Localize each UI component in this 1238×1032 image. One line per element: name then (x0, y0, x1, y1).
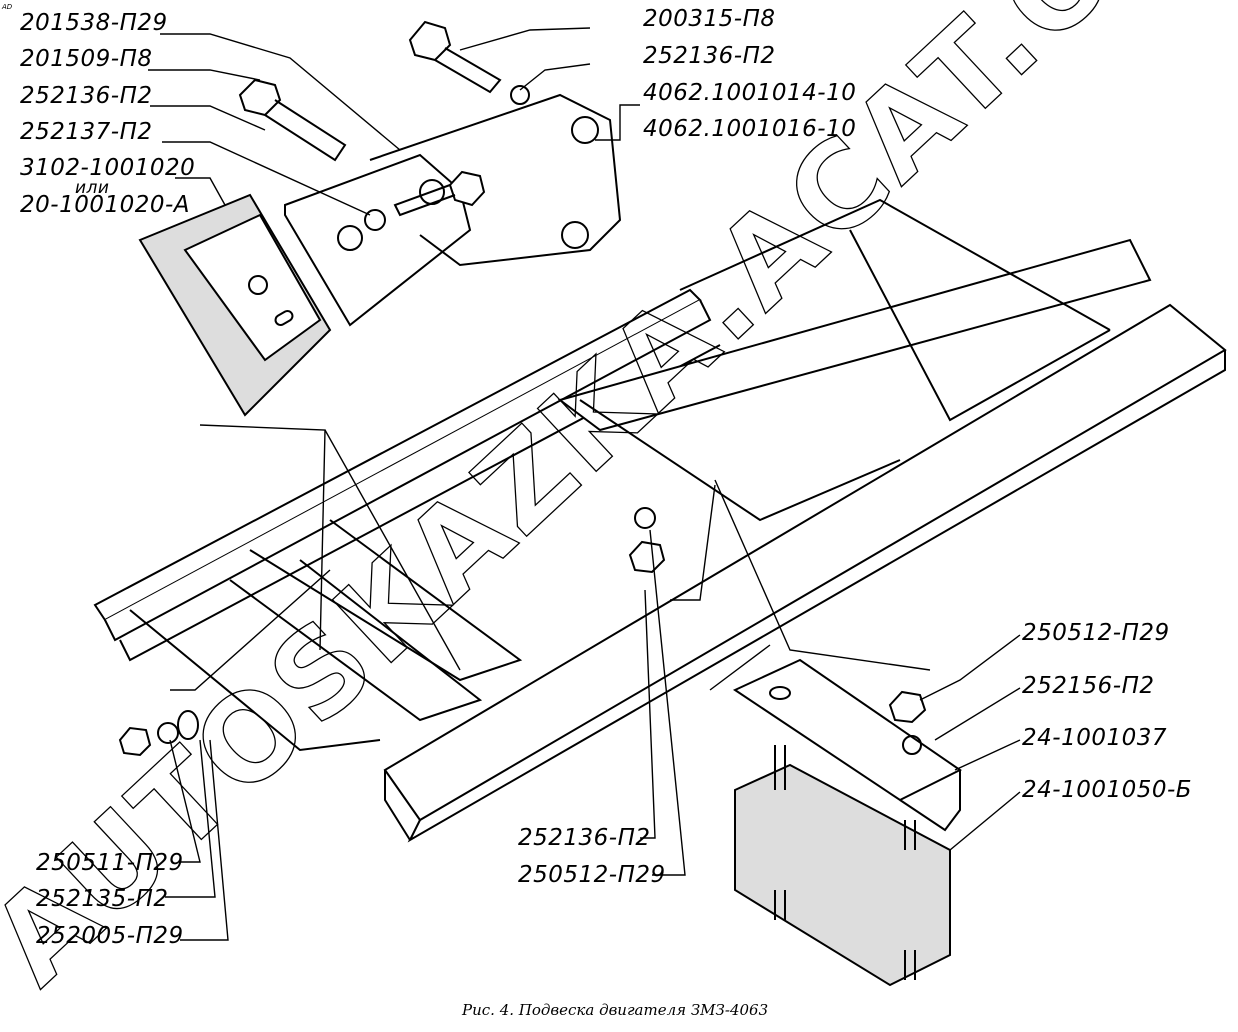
alternative-connector: или (75, 178, 110, 198)
part-label: 252156-П2 (1022, 673, 1155, 699)
part-label: 4062.1001014-10 (643, 80, 857, 106)
lower-right-plate (732, 658, 962, 832)
frame-left-rail (93, 288, 721, 662)
upper-cushion (138, 193, 332, 417)
part-label: 252137-П2 (20, 119, 153, 145)
part-label: 201509-П8 (20, 46, 153, 72)
part-label: 200315-П8 (643, 6, 776, 32)
part-label: 24-1001037 (1022, 725, 1167, 751)
part-label: 252135-П2 (36, 886, 169, 912)
bolt-201509 (238, 78, 347, 162)
part-label: 252136-П2 (643, 43, 776, 69)
part-label: 250512-П29 (1022, 620, 1170, 646)
part-label: 250512-П29 (518, 862, 666, 888)
corner-mark: AD (2, 3, 13, 11)
leader-lines (148, 27, 1021, 941)
part-label: 3102-1001020 (20, 155, 196, 181)
bolt-201538 (364, 170, 486, 231)
upper-bracket (284, 93, 622, 327)
crossmember (129, 198, 1152, 752)
part-label: 252136-П2 (20, 83, 153, 109)
part-label: 20-1001020-А (20, 192, 191, 218)
bottom-left-fasteners (118, 710, 199, 757)
bolt-200315 (408, 20, 530, 105)
frame-right-rail (383, 303, 1227, 843)
lower-right-cushion (734, 745, 951, 987)
figure-caption: Рис. 4. Подвеска двигателя ЗМЗ-4063 (462, 1001, 769, 1019)
part-label: 250511-П29 (36, 850, 184, 876)
part-label: 4062.1001016-10 (643, 116, 857, 142)
part-label: 201538-П29 (20, 10, 168, 36)
part-label: 24-1001050-Б (1022, 777, 1193, 803)
part-label: 252136-П2 (518, 825, 651, 851)
part-label: 252005-П29 (36, 923, 184, 949)
center-fasteners (628, 507, 666, 574)
nut-250512-right (888, 690, 927, 755)
